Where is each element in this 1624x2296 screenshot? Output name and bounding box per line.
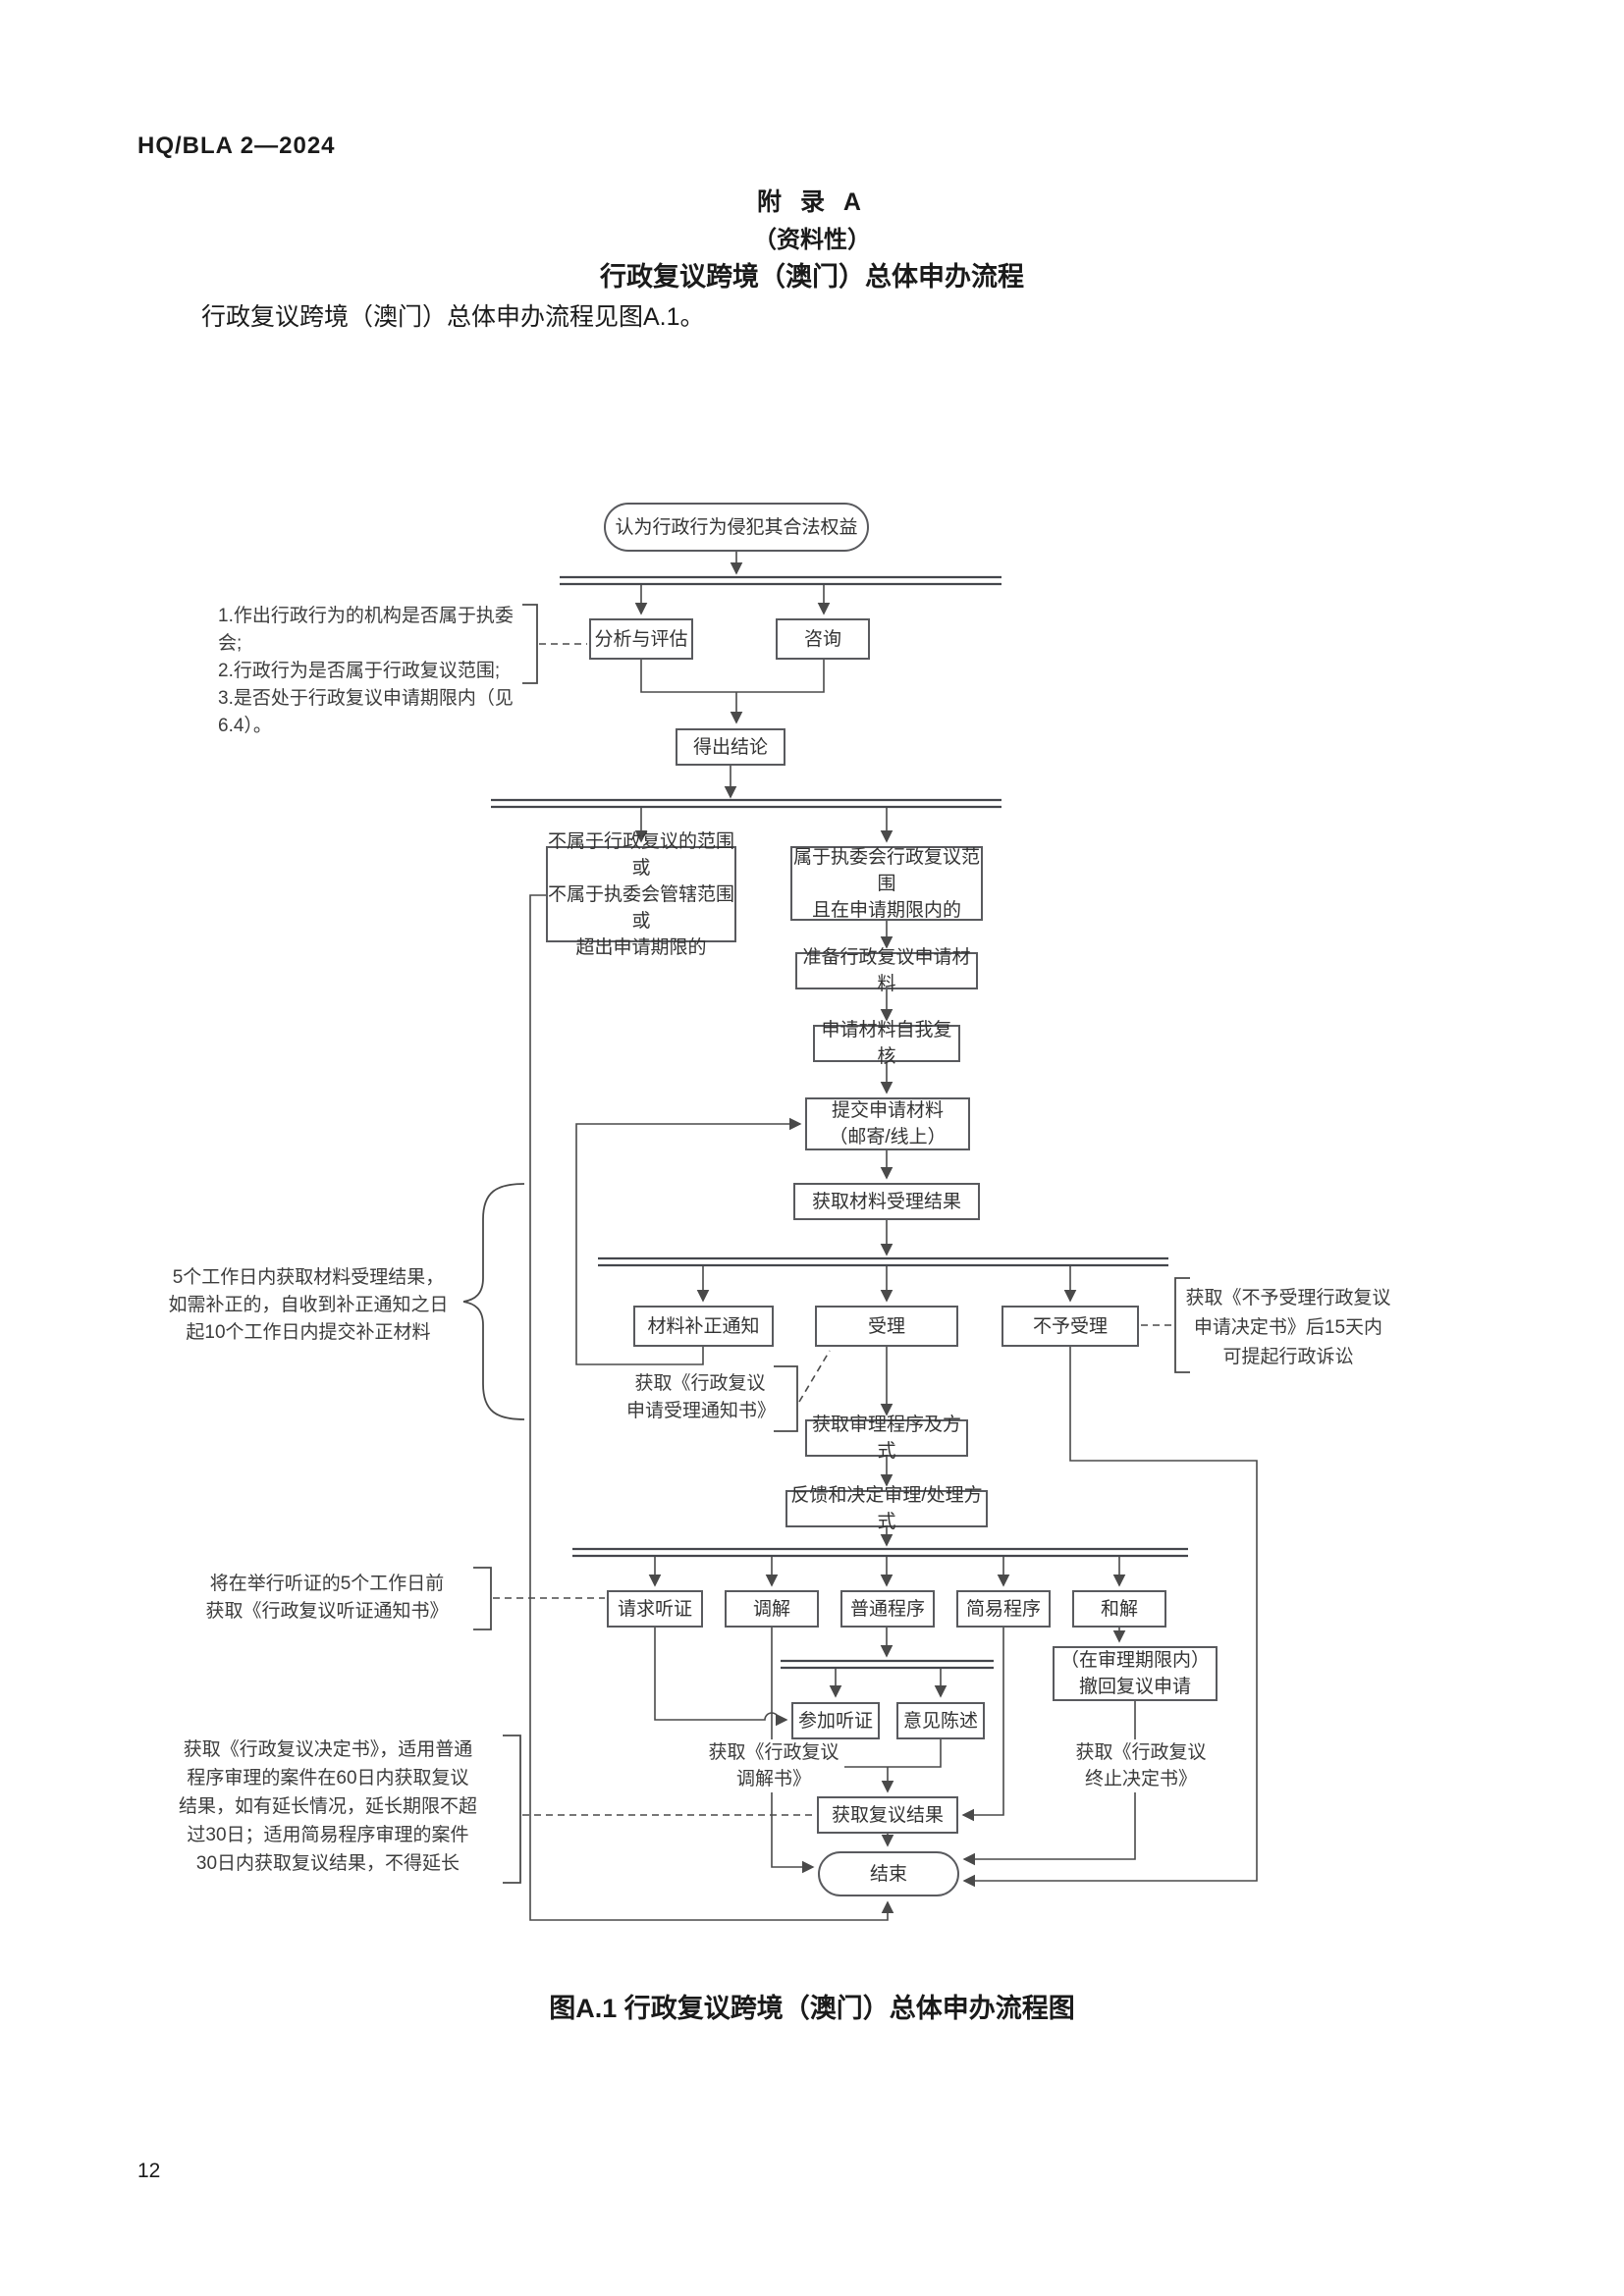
- node-feedback-label: 反馈和决定审理/处理方式: [790, 1485, 983, 1532]
- node-final-result: 获取复议结果: [817, 1796, 958, 1834]
- node-in-scope: 属于执委会行政复议范围 且在申请期限内的: [790, 846, 983, 921]
- node-reject-label: 不予受理: [1032, 1315, 1108, 1337]
- node-settlement-label: 和解: [1100, 1598, 1138, 1620]
- assessment-item-3: 3.是否处于行政复议申请期限内（见6.4）。: [218, 688, 514, 736]
- decision-doc-line3: 结果，如有延长情况，延长期限不超: [178, 1796, 477, 1817]
- node-final-result-label: 获取复议结果: [831, 1804, 944, 1826]
- node-normal-procedure-label: 普通程序: [849, 1598, 925, 1620]
- annotation-supplement-deadline: 5个工作日内获取材料受理结果， 如需补正的，自收到补正通知之日 起10个工作日内…: [165, 1264, 452, 1347]
- node-reject: 不予受理: [1001, 1306, 1139, 1347]
- decision-doc-line2: 程序审理的案件在60日内获取复议: [187, 1768, 469, 1789]
- node-prepare: 准备行政复议申请材料: [795, 947, 978, 994]
- annotation-brackets: [462, 604, 1190, 1884]
- node-procedure-mode: 获取审理程序及方式: [805, 1415, 968, 1462]
- node-not-in-scope-line2: 不属于执委会管辖范围或: [548, 883, 735, 932]
- node-accept: 受理: [815, 1306, 958, 1347]
- node-statement: 意见陈述: [896, 1702, 985, 1739]
- node-statement-label: 意见陈述: [902, 1710, 978, 1732]
- annotation-rejection-notice: 获取《不予受理行政复议 申请决定书》后15天内 可提起行政诉讼: [1184, 1284, 1392, 1372]
- node-not-in-scope: 不属于行政复议的范围或 不属于执委会管辖范围或 超出申请期限的: [546, 831, 736, 958]
- node-request-hearing-label: 请求听证: [617, 1598, 692, 1620]
- node-end-label: 结束: [869, 1863, 907, 1885]
- node-procedure-mode-label: 获取审理程序及方式: [811, 1415, 961, 1462]
- node-simple-procedure: 简易程序: [956, 1590, 1051, 1628]
- decision-doc-line4: 过30日；适用简易程序审理的案件: [187, 1825, 469, 1845]
- assessment-item-2: 2.行政行为是否属于行政复议范围;: [218, 661, 501, 681]
- supplement-deadline-line1: 5个工作日内获取材料受理结果，: [172, 1267, 445, 1288]
- solid-connectors: [529, 552, 1258, 1921]
- supplement-deadline-line2: 如需补正的，自收到补正通知之日: [168, 1295, 449, 1315]
- decision-doc-line5: 30日内获取复议结果，不得延长: [195, 1853, 460, 1874]
- node-submit-line2: （邮寄/线上）: [829, 1127, 947, 1148]
- node-simple-procedure-label: 简易程序: [965, 1598, 1041, 1620]
- annotation-assessment-items: 1.作出行政行为的机构是否属于执委会; 2.行政行为是否属于行政复议范围; 3.…: [218, 603, 522, 740]
- node-material-result-label: 获取材料受理结果: [811, 1191, 961, 1212]
- figure-caption: 图A.1 行政复议跨境（澳门）总体申办流程图: [549, 1994, 1075, 2023]
- node-prepare-label: 准备行政复议申请材料: [802, 947, 971, 994]
- node-in-scope-line2: 且在申请期限内的: [811, 899, 961, 921]
- node-submit: 提交申请材料 （邮寄/线上）: [805, 1097, 970, 1150]
- rejection-notice-line3: 可提起行政诉讼: [1222, 1347, 1354, 1367]
- node-not-in-scope-line1: 不属于行政复议的范围或: [548, 830, 735, 879]
- appendix-heading: 行政复议跨境（澳门）总体申办流程: [600, 262, 1024, 292]
- rejection-notice-line2: 申请决定书》后15天内: [1193, 1317, 1383, 1338]
- intro-paragraph: 行政复议跨境（澳门）总体申办流程见图A.1。: [201, 303, 705, 331]
- node-mediation: 调解: [725, 1590, 819, 1628]
- node-analysis-label: 分析与评估: [594, 628, 688, 650]
- node-withdraw-line2: 撤回复议申请: [1078, 1677, 1191, 1697]
- node-supplement-notice-label: 材料补正通知: [647, 1315, 760, 1337]
- hearing-notice-line2: 获取《行政复议听证通知书》: [205, 1601, 449, 1622]
- node-analysis: 分析与评估: [589, 618, 693, 660]
- node-consult-label: 咨询: [803, 628, 841, 650]
- page-number: 12: [137, 2160, 161, 2182]
- annotation-hearing-notice: 将在举行听证的5个工作日前 获取《行政复议听证通知书》: [182, 1571, 472, 1626]
- node-start: 认为行政行为侵犯其合法权益: [604, 503, 869, 552]
- termination-doc-line1: 获取《行政复议: [1075, 1742, 1207, 1763]
- annotation-mediation-doc: 获取《行政复议 调解书》: [703, 1739, 844, 1792]
- node-conclusion-label: 得出结论: [692, 736, 768, 758]
- acceptance-notice-line2: 申请受理通知书》: [626, 1401, 777, 1421]
- node-self-check-label: 申请材料自我复核: [821, 1020, 952, 1067]
- annotation-termination-doc: 获取《行政复议 终止决定书》: [1066, 1739, 1216, 1792]
- annotation-decision-doc: 获取《行政复议决定书》，适用普通 程序审理的案件在60日内获取复议 结果，如有延…: [155, 1735, 501, 1878]
- node-conclusion: 得出结论: [676, 728, 785, 766]
- node-feedback: 反馈和决定审理/处理方式: [785, 1485, 988, 1532]
- node-attend-hearing: 参加听证: [791, 1702, 880, 1739]
- document-code: HQ/BLA 2—2024: [137, 133, 336, 159]
- node-request-hearing: 请求听证: [607, 1590, 703, 1628]
- node-submit-line1: 提交申请材料: [831, 1100, 944, 1121]
- appendix-subtitle: （资料性）: [753, 227, 871, 253]
- node-withdraw: （在审理期限内） 撤回复议申请: [1053, 1646, 1218, 1701]
- hearing-notice-line1: 将在举行听证的5个工作日前: [209, 1574, 445, 1594]
- node-settlement: 和解: [1072, 1590, 1166, 1628]
- node-supplement-notice: 材料补正通知: [633, 1306, 774, 1347]
- node-mediation-label: 调解: [752, 1598, 790, 1620]
- node-start-label: 认为行政行为侵犯其合法权益: [615, 516, 858, 538]
- node-material-result: 获取材料受理结果: [793, 1183, 980, 1220]
- node-end: 结束: [818, 1851, 959, 1896]
- fork-bars: [491, 575, 1188, 1670]
- node-attend-hearing-label: 参加听证: [797, 1710, 873, 1732]
- node-withdraw-line1: （在审理期限内）: [1059, 1650, 1210, 1671]
- supplement-deadline-line3: 起10个工作日内提交补正材料: [186, 1322, 431, 1343]
- assessment-item-1: 1.作出行政行为的机构是否属于执委会;: [218, 606, 514, 654]
- node-accept-label: 受理: [867, 1315, 905, 1337]
- acceptance-notice-line1: 获取《行政复议: [634, 1373, 766, 1394]
- node-consult: 咨询: [776, 618, 870, 660]
- node-not-in-scope-line3: 超出申请期限的: [575, 936, 707, 958]
- annotation-acceptance-notice: 获取《行政复议 申请受理通知书》: [626, 1370, 777, 1425]
- appendix-title: 附 录 A: [757, 188, 867, 216]
- node-normal-procedure: 普通程序: [840, 1590, 935, 1628]
- dashed-links: [493, 643, 1173, 1816]
- node-self-check: 申请材料自我复核: [813, 1020, 960, 1067]
- node-in-scope-line1: 属于执委会行政复议范围: [792, 846, 980, 894]
- rejection-notice-line1: 获取《不予受理行政复议: [1185, 1288, 1391, 1308]
- decision-doc-line1: 获取《行政复议决定书》，适用普通: [183, 1739, 473, 1760]
- termination-doc-line2: 终止决定书》: [1084, 1769, 1197, 1789]
- mediation-doc-line2: 调解书》: [735, 1769, 811, 1789]
- mediation-doc-line1: 获取《行政复议: [708, 1742, 839, 1763]
